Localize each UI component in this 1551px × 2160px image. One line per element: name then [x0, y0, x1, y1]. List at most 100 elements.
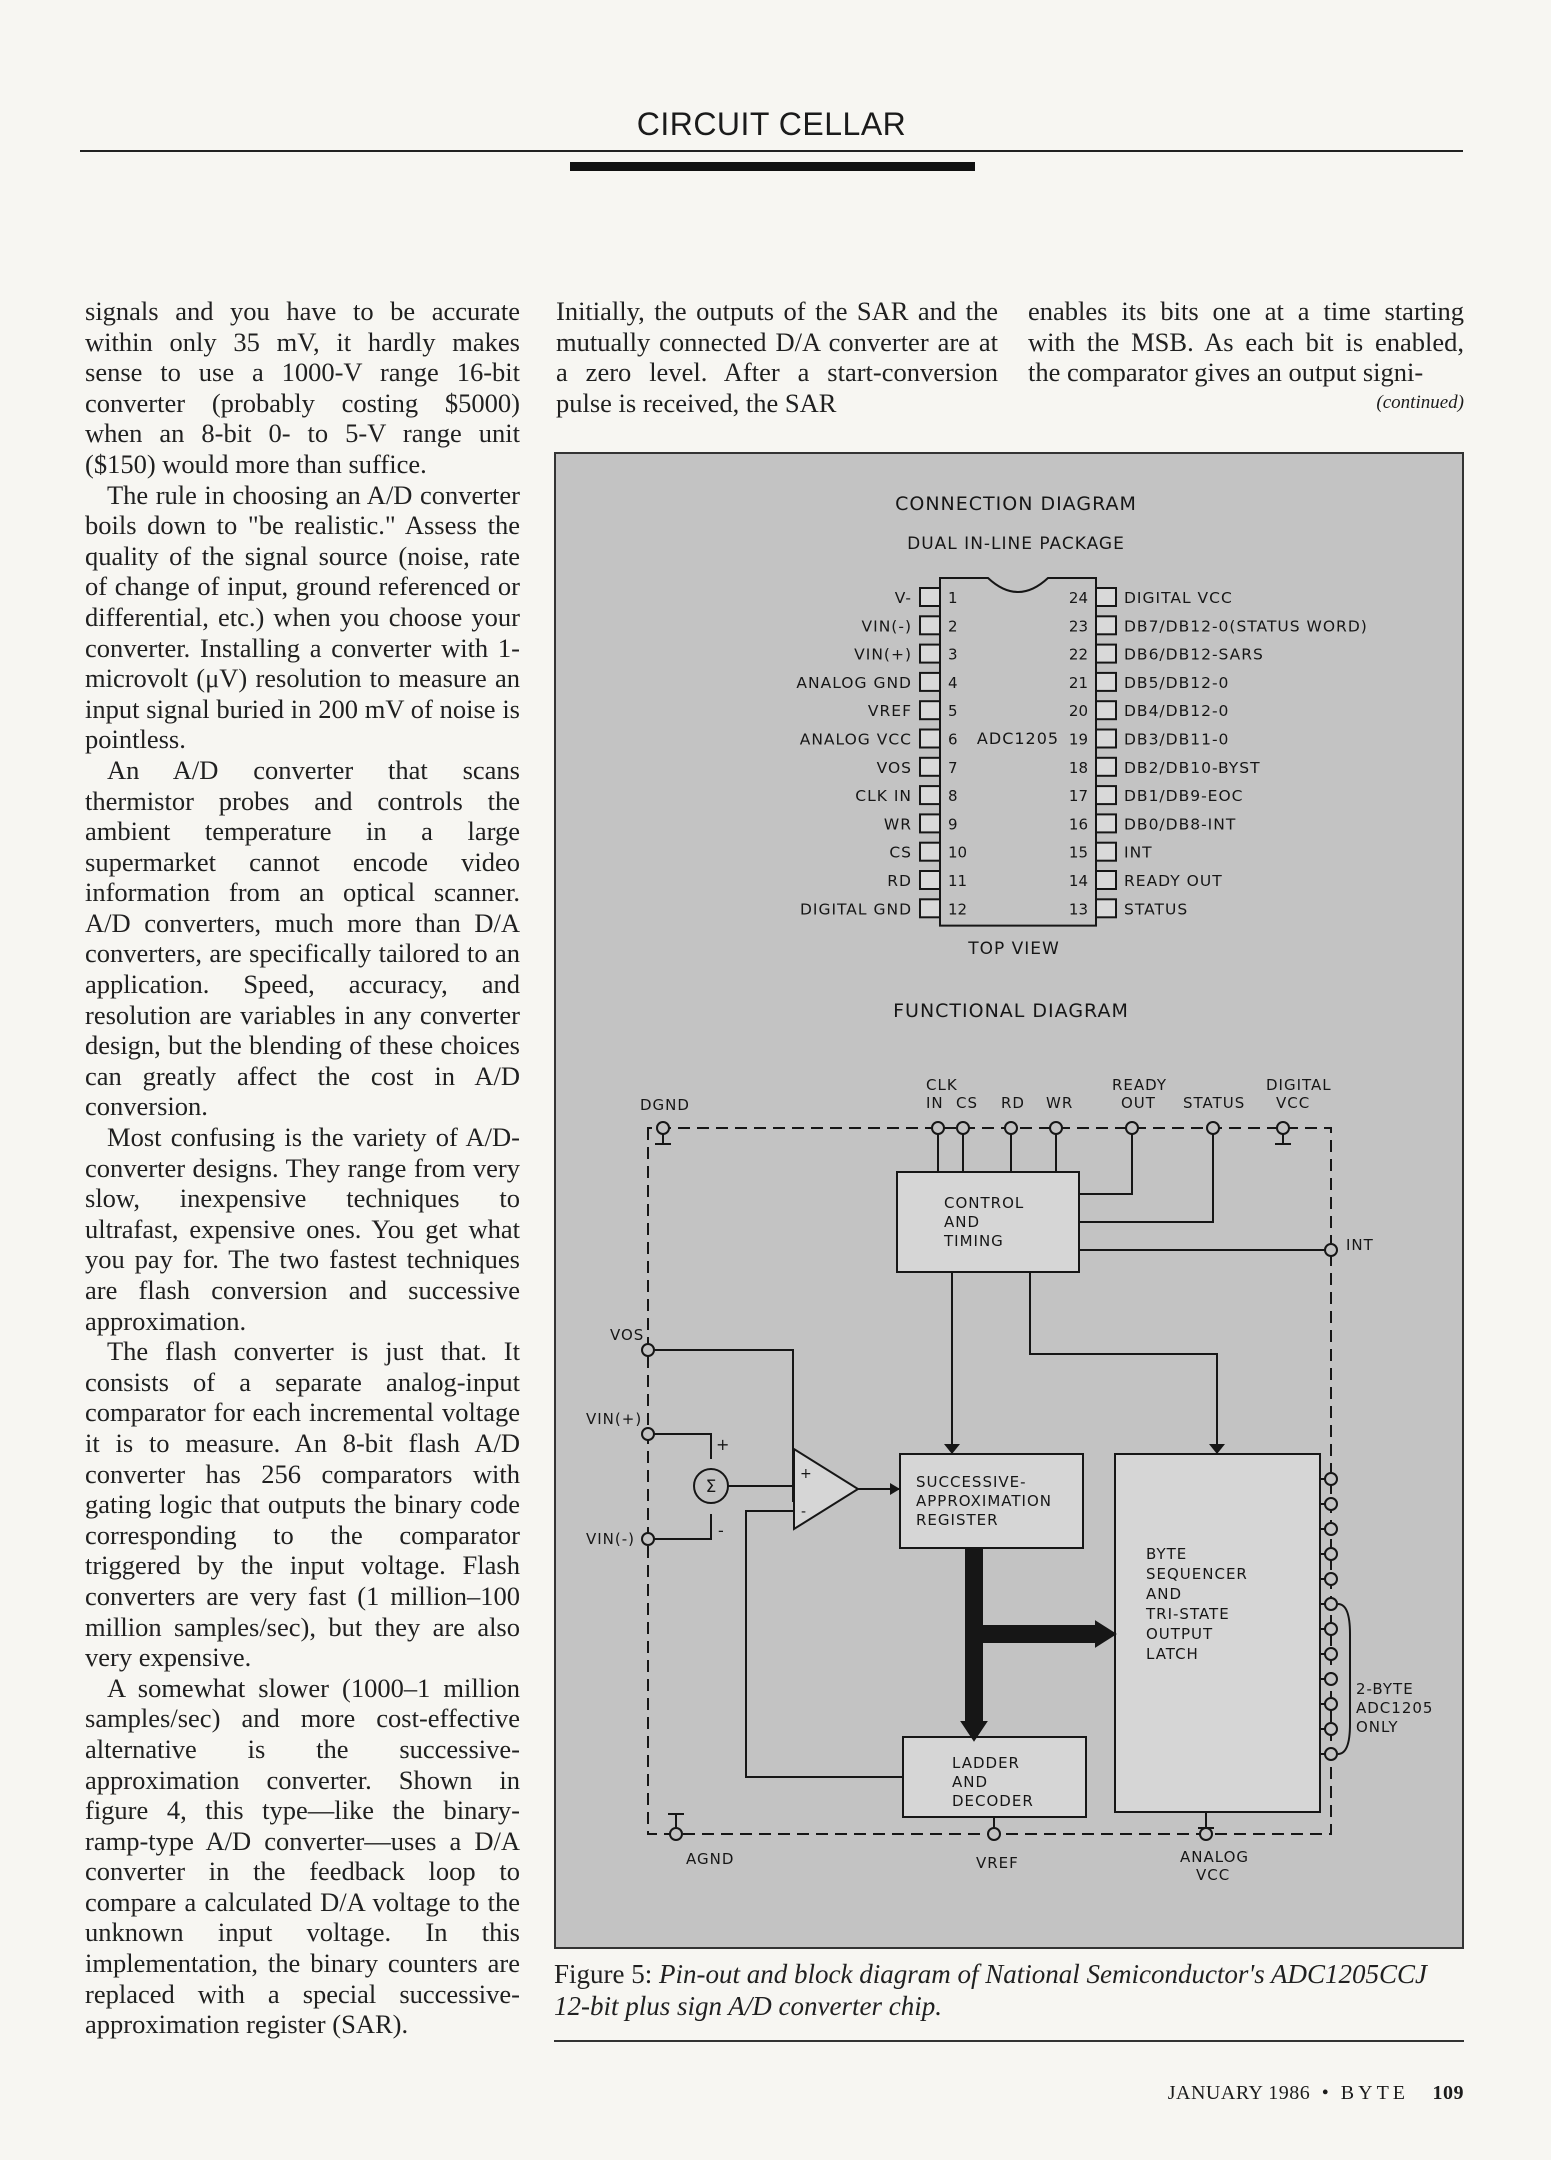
connection-node [1324, 1522, 1338, 1536]
pin-number: 2 [948, 617, 958, 635]
chip-boundary [647, 1127, 1332, 1835]
comparator-plus: + [800, 1466, 813, 1482]
latch-output-lines [1320, 1478, 1331, 1755]
pin-14 [1095, 870, 1117, 890]
pin-label: DB1/DB9-EOC [1124, 787, 1244, 805]
control-output-lines [1079, 1128, 1331, 1251]
vos-label: VOS [610, 1326, 644, 1344]
connection-node [1276, 1121, 1290, 1135]
pin-6 [919, 728, 941, 749]
digital-label: DIGITAL [1266, 1076, 1332, 1094]
functional-labels: DGND CLK IN CS RD WR READY OUT STATUS DI… [586, 1076, 1433, 1884]
footer-magazine: BYTE [1340, 2082, 1409, 2104]
pin-number: 8 [948, 787, 958, 805]
connection-node [656, 1121, 670, 1135]
int-label: INT [1346, 1236, 1374, 1254]
pin-number: 15 [1069, 844, 1088, 862]
connection-node [641, 1532, 655, 1546]
ladder-decoder-block [902, 1736, 1087, 1818]
connection-node [931, 1121, 945, 1135]
connection-node [1324, 1622, 1338, 1636]
pin-label: V- [895, 589, 912, 607]
byte-label-4: TRI-STATE [1145, 1605, 1230, 1623]
paragraph: An A/D converter that scans thermistor p… [85, 754, 520, 1122]
comparator-symbol [793, 1447, 860, 1531]
connection-diagram-title: CONNECTION DIAGRAM [895, 493, 1137, 515]
control-input-lines [937, 1128, 1057, 1172]
pin-label: DB0/DB8-INT [1124, 815, 1236, 833]
caption-label: Figure 5: [554, 1959, 653, 1989]
pin-label: VIN(+) [854, 646, 912, 664]
connection-node [1199, 1827, 1213, 1841]
pin-label: VREF [868, 702, 912, 720]
analog-label: ANALOG [1180, 1848, 1249, 1866]
connection-node [1206, 1121, 1220, 1135]
minus-sign: - [718, 1521, 725, 1540]
pin-number: 14 [1069, 872, 1088, 890]
top-view-label: TOP VIEW [967, 939, 1060, 959]
pin-label: ANALOG VCC [800, 731, 912, 749]
page-footer: JANUARY 1986 • BYTE 109 [1100, 2082, 1464, 2105]
pin-7 [919, 756, 941, 777]
connection-node [641, 1343, 655, 1357]
functional-diagram-title: FUNCTIONAL DIAGRAM [893, 1000, 1129, 1022]
two-byte-label-2: ADC1205 [1356, 1699, 1433, 1717]
connection-node [1324, 1647, 1338, 1661]
byte-label-5: OUTPUT [1146, 1625, 1213, 1643]
wr-label: WR [1046, 1094, 1073, 1112]
connection-node [1324, 1572, 1338, 1586]
pin-9 [919, 813, 941, 834]
pin-number: 17 [1069, 787, 1088, 805]
paragraph: enables its bits one at a time starting … [1028, 296, 1464, 388]
connection-node [669, 1827, 683, 1841]
byte-label-3: AND [1146, 1585, 1182, 1603]
cs-label: CS [956, 1094, 978, 1112]
connection-node [1049, 1121, 1063, 1135]
pin-number: 21 [1069, 674, 1088, 692]
functional-diagram [647, 1127, 1351, 1835]
byte-label-1: BYTE [1146, 1545, 1187, 1563]
pin-number: 12 [948, 900, 967, 918]
pin-number: 19 [1069, 731, 1088, 749]
connection-node [1125, 1121, 1139, 1135]
paragraph: Most confusing is the variety of A/D-con… [85, 1122, 520, 1336]
pin-number: 1 [948, 589, 958, 607]
pin-number: 13 [1069, 900, 1088, 918]
paragraph: The rule in choosing an A/D converter bo… [85, 479, 520, 755]
connection-node [1004, 1121, 1018, 1135]
vref-label: VREF [976, 1854, 1019, 1872]
pin-number: 16 [1069, 815, 1088, 833]
pin-12 [919, 898, 941, 919]
pin-label: READY OUT [1124, 872, 1223, 890]
sigma-symbol: Σ [706, 1477, 717, 1497]
pin-23 [1095, 615, 1117, 636]
connection-node [1324, 1697, 1338, 1711]
control-label-1: CONTROL [944, 1194, 1024, 1212]
connection-node [641, 1427, 655, 1441]
footer-rule [554, 2040, 1464, 2042]
pin-label: STATUS [1124, 900, 1188, 918]
article-column-1: signals and you have to be accurate with… [85, 296, 520, 2040]
page-header: CIRCUIT CELLAR [636, 106, 907, 142]
article-column-2: Initially, the outputs of the SAR and th… [556, 296, 998, 418]
two-byte-label-1: 2-BYTE [1356, 1680, 1414, 1698]
pin-label: DB6/DB12-SARS [1124, 646, 1264, 664]
pin-1 [919, 587, 941, 607]
caption-text: Pin-out and block diagram of National Se… [554, 1959, 1427, 2021]
bus-arrow-down [960, 1721, 988, 1742]
pin-label: CS [889, 844, 912, 862]
package-label: DUAL IN-LINE PACKAGE [907, 534, 1125, 554]
pin-number: 6 [948, 731, 958, 749]
vin-minus-label: VIN(-) [586, 1530, 635, 1548]
pin-label: DB4/DB12-0 [1124, 702, 1229, 720]
byte-label-6: LATCH [1146, 1645, 1199, 1663]
out-label: OUT [1121, 1094, 1156, 1112]
vin-plus-label: VIN(+) [586, 1410, 642, 1428]
sar-label-3: REGISTER [916, 1511, 999, 1529]
pin-19 [1095, 728, 1117, 749]
pin-label: CLK IN [855, 787, 912, 805]
pin-label: WR [884, 815, 912, 833]
pin-13 [1095, 898, 1117, 919]
control-label-2: AND [944, 1213, 980, 1231]
